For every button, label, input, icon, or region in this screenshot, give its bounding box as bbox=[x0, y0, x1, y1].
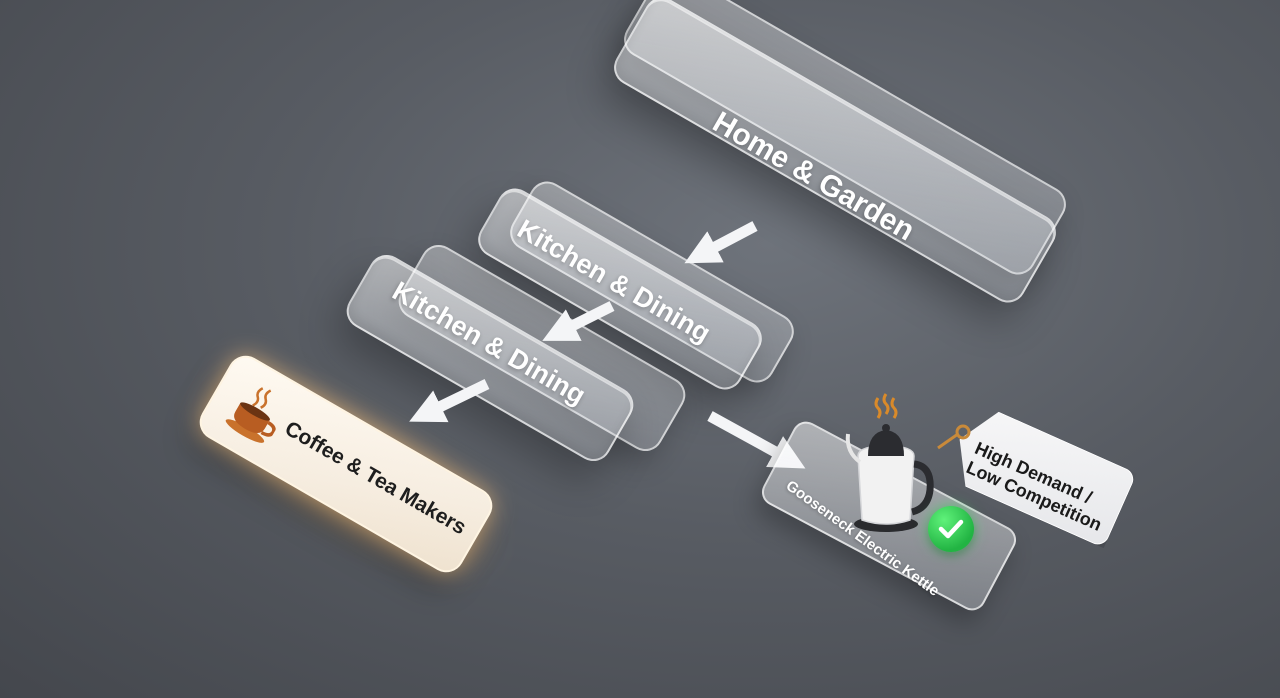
arrow-icon bbox=[542, 301, 615, 341]
verified-badge bbox=[928, 506, 974, 552]
arrow-icon bbox=[409, 379, 490, 423]
coffee-cup-icon bbox=[225, 387, 276, 443]
tag-ring-icon bbox=[937, 424, 971, 450]
coffee-tea-makers-card: Coffee & Tea Makers bbox=[193, 349, 499, 579]
arrow-icon bbox=[684, 221, 758, 264]
kettle-icon bbox=[845, 393, 934, 532]
arrow-icon bbox=[707, 411, 806, 469]
check-icon bbox=[938, 519, 964, 539]
